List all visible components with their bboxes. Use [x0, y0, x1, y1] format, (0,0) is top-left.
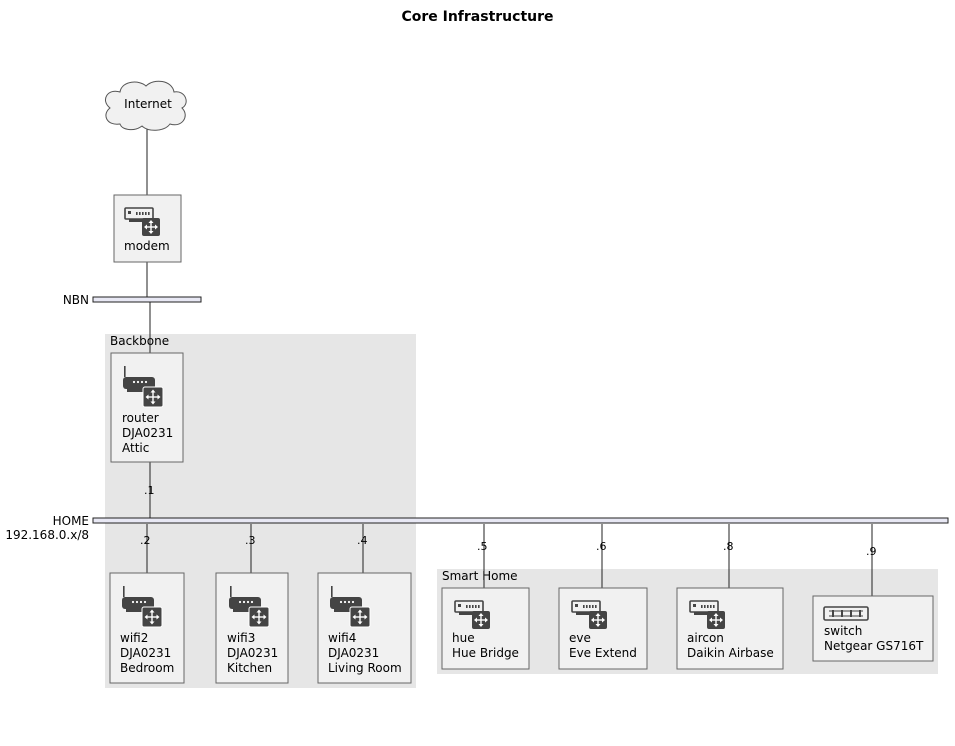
- node-router: router DJA0231 Attic: [110, 352, 184, 463]
- node-switch: switch Netgear GS716T: [812, 595, 934, 662]
- network-nbn: NBN: [63, 293, 202, 307]
- ip-wifi4: .4: [357, 534, 368, 547]
- node-eve: eve Eve Extend: [558, 587, 648, 670]
- ip-labels: .1 .2 .3 .4 .5 .6 .8 .9: [140, 484, 877, 558]
- links: [146, 128, 873, 596]
- node-wifi3-line-2: Kitchen: [227, 661, 272, 675]
- node-wifi2-line-0: wifi2: [120, 631, 148, 645]
- node-wifi4-line-1: DJA0231: [328, 646, 379, 660]
- node-hue: hue Hue Bridge: [441, 587, 530, 670]
- ip-aircon: .8: [723, 540, 734, 553]
- node-router-line-2: Attic: [122, 441, 149, 455]
- network-home-subnet: 192.168.0.x/8: [5, 528, 89, 542]
- node-switch-line-1: Netgear GS716T: [824, 639, 924, 653]
- node-switch-line-0: switch: [824, 624, 862, 638]
- node-wifi4-line-0: wifi4: [328, 631, 356, 645]
- network-nbn-label: NBN: [63, 293, 89, 307]
- node-aircon-line-0: aircon: [687, 631, 724, 645]
- node-wifi3: wifi3 DJA0231 Kitchen: [215, 572, 289, 684]
- node-wifi2-line-1: DJA0231: [120, 646, 171, 660]
- ip-router: .1: [144, 484, 155, 497]
- ip-hue: .5: [477, 540, 488, 553]
- group-smart-home-label: Smart Home: [442, 569, 518, 583]
- node-eve-line-1: Eve Extend: [569, 646, 637, 660]
- node-wifi4-line-2: Living Room: [328, 661, 402, 675]
- node-wifi2: wifi2 DJA0231 Bedroom: [109, 572, 185, 684]
- ip-switch: .9: [866, 545, 877, 558]
- network-home: HOME 192.168.0.x/8: [5, 514, 949, 542]
- node-hue-line-0: hue: [452, 631, 475, 645]
- internet-label: Internet: [124, 97, 172, 111]
- node-wifi3-line-1: DJA0231: [227, 646, 278, 660]
- ip-wifi3: .3: [245, 534, 256, 547]
- diagram-title: Core Infrastructure: [401, 9, 554, 25]
- group-backbone-label: Backbone: [110, 334, 169, 348]
- node-wifi4: wifi4 DJA0231 Living Room: [317, 572, 412, 684]
- node-aircon: aircon Daikin Airbase: [676, 587, 784, 670]
- ip-eve: .6: [596, 540, 607, 553]
- network-home-label: HOME: [53, 514, 89, 528]
- node-hue-line-1: Hue Bridge: [452, 646, 519, 660]
- node-wifi3-line-0: wifi3: [227, 631, 255, 645]
- internet-cloud: Internet: [105, 80, 187, 131]
- node-aircon-line-1: Daikin Airbase: [687, 646, 774, 660]
- node-eve-line-0: eve: [569, 631, 591, 645]
- ip-wifi2: .2: [140, 534, 151, 547]
- node-modem: modem: [113, 194, 182, 263]
- node-wifi2-line-2: Bedroom: [120, 661, 174, 675]
- node-modem-line-0: modem: [124, 239, 170, 253]
- node-router-line-0: router: [122, 411, 159, 425]
- node-router-line-1: DJA0231: [122, 426, 173, 440]
